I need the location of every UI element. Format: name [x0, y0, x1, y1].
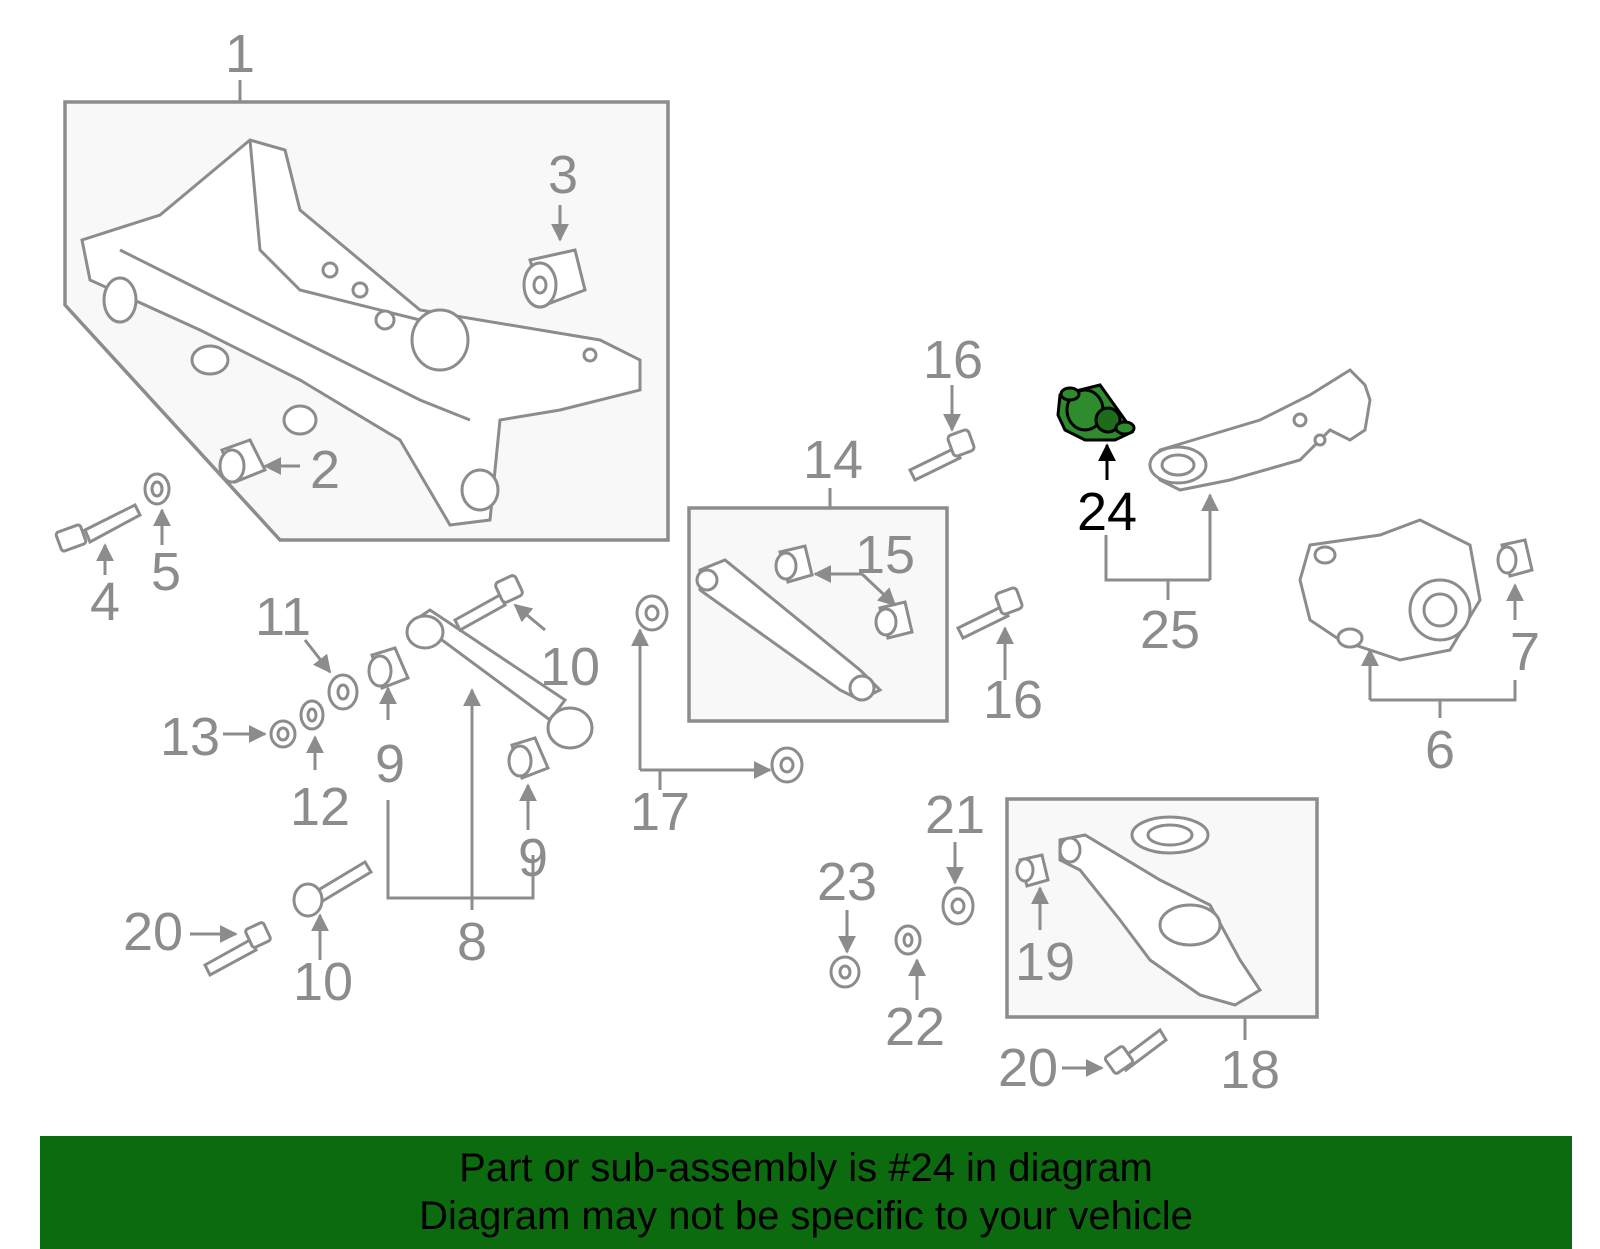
trailing-arm-part-25[interactable]	[1148, 368, 1372, 492]
bushing-part-9b[interactable]	[507, 736, 550, 780]
bolt-part-4[interactable]	[54, 502, 142, 553]
spring-seat-part[interactable]	[1130, 815, 1210, 855]
washer-part-11[interactable]	[327, 673, 359, 711]
washer-part-21[interactable]	[941, 886, 975, 926]
callout-24: 24	[1077, 482, 1137, 542]
bolt-part-16b[interactable]	[955, 586, 1024, 641]
callout-23: 23	[817, 852, 877, 912]
bushing-part-9a[interactable]	[367, 646, 410, 690]
subframe-part[interactable]	[80, 138, 642, 527]
lateral-arm-part-8[interactable]	[405, 608, 594, 750]
bolt-part-10b[interactable]	[292, 859, 374, 918]
washer-part-5[interactable]	[143, 472, 171, 506]
callout-20b: 20	[998, 1038, 1058, 1098]
callout-1: 1	[225, 24, 255, 84]
bushing-part-15a[interactable]	[774, 544, 814, 584]
callout-13: 13	[160, 707, 220, 767]
bolt-part-10a[interactable]	[453, 574, 524, 633]
callout-22: 22	[885, 997, 945, 1057]
nut-part-17a[interactable]	[635, 594, 669, 632]
bolt-part-20b[interactable]	[1103, 1027, 1168, 1075]
knuckle-part-6[interactable]	[1298, 518, 1482, 662]
bolt-part-16a[interactable]	[907, 428, 976, 483]
nut-part-13[interactable]	[269, 719, 297, 749]
nut-part-17b[interactable]	[770, 746, 804, 784]
bushing-part-19[interactable]	[1015, 853, 1050, 888]
callout-2: 2	[310, 440, 340, 500]
callout-11: 11	[255, 587, 311, 647]
callout-8: 8	[457, 912, 487, 972]
callout-17: 17	[630, 782, 690, 842]
callout-10b: 10	[293, 952, 353, 1012]
callout-16a: 16	[923, 330, 983, 390]
callout-16b: 16	[983, 670, 1043, 730]
callout-10a: 10	[540, 637, 600, 697]
callout-3: 3	[548, 145, 578, 205]
callout-9a: 9	[375, 734, 405, 794]
lower-arm-part-18[interactable]	[1058, 833, 1263, 1007]
callout-21: 21	[925, 785, 985, 845]
bushing-part-2[interactable]	[218, 438, 268, 484]
highlighted-bushing-part-24[interactable]	[1056, 383, 1136, 442]
callout-15: 15	[855, 525, 915, 585]
banner-line-disclaimer: Diagram may not be specific to your vehi…	[419, 1194, 1193, 1238]
callout-19: 19	[1015, 932, 1075, 992]
callout-20a: 20	[123, 902, 183, 962]
callout-7: 7	[1510, 622, 1540, 682]
bushing-part-3[interactable]	[522, 248, 587, 309]
washer-part-12[interactable]	[299, 699, 325, 731]
callout-9b: 9	[518, 828, 548, 888]
callout-14: 14	[803, 430, 863, 490]
bolt-part-20a[interactable]	[203, 921, 272, 978]
callout-12: 12	[290, 777, 350, 837]
callout-25: 25	[1140, 600, 1200, 660]
washer-part-22[interactable]	[894, 924, 922, 956]
callout-4: 4	[90, 572, 120, 632]
bushing-part-7[interactable]	[1496, 538, 1534, 578]
bushing-part-15b[interactable]	[874, 600, 914, 640]
banner-line-part-number: Part or sub-assembly is #24 in diagram	[459, 1146, 1153, 1190]
callout-6: 6	[1425, 720, 1455, 780]
control-arm-part-14[interactable]	[695, 558, 883, 702]
callout-18: 18	[1220, 1040, 1280, 1100]
info-banner: Part or sub-assembly is #24 in diagram D…	[40, 1136, 1572, 1249]
nut-part-23[interactable]	[829, 955, 861, 989]
callout-5: 5	[151, 542, 181, 602]
